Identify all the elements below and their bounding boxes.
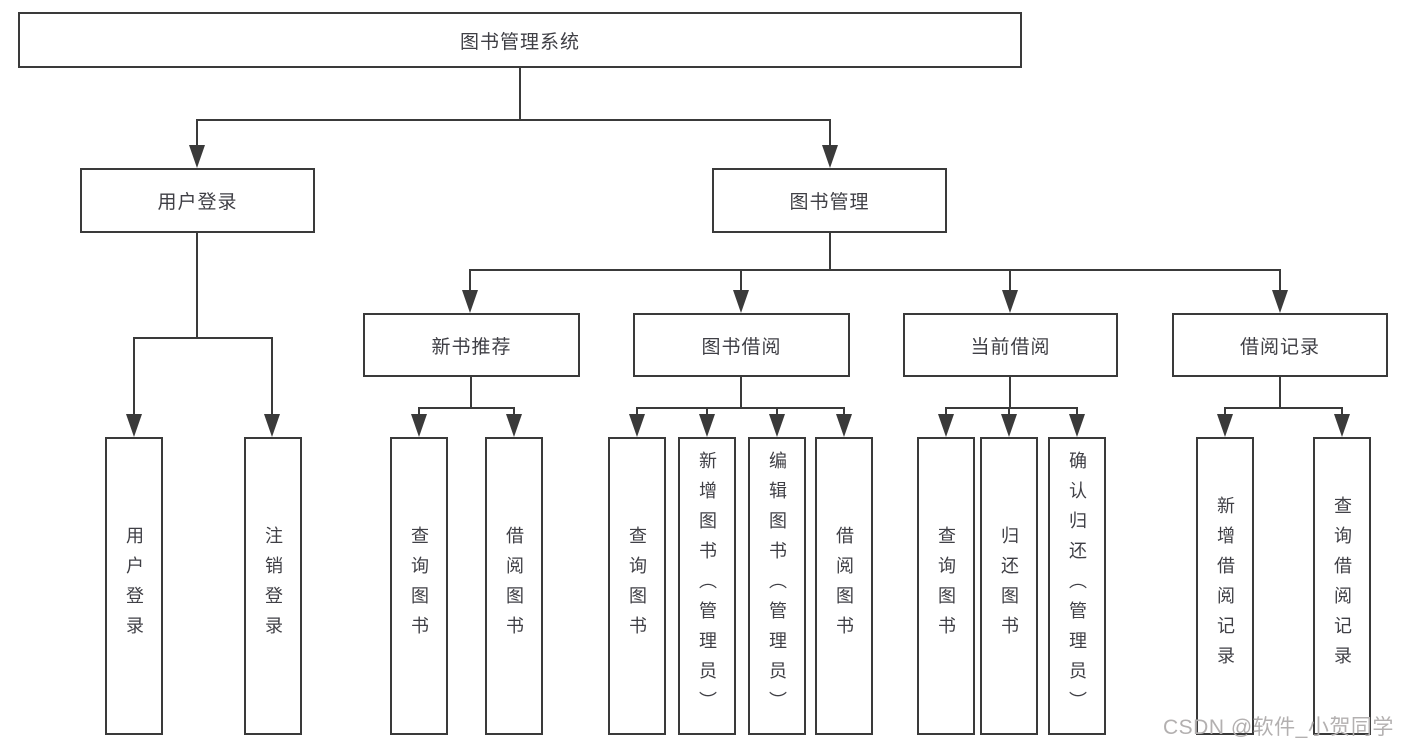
arrowhead-down-icon (264, 414, 280, 437)
arrowhead-down-icon (1002, 290, 1018, 313)
arrowhead-down-icon (822, 145, 838, 168)
leaf-borrow-books-recommend: 借阅图书 (485, 437, 543, 735)
node-label: 归还图书 (999, 526, 1019, 646)
node-label: 注销登录 (263, 526, 283, 646)
node-label: 借阅图书 (504, 526, 524, 646)
node-label: 编辑图书（管理员） (767, 451, 787, 721)
connector-line-vertical (513, 408, 515, 419)
leaf-borrow-books-borrowing: 借阅图书 (815, 437, 873, 735)
arrowhead-down-icon (699, 414, 715, 437)
connector-line-vertical (706, 408, 708, 419)
connector-line-horizontal (196, 119, 831, 121)
node-user-login: 用户登录 (80, 168, 315, 233)
connector-line-vertical (469, 270, 471, 295)
arrowhead-down-icon (836, 414, 852, 437)
arrowhead-down-icon (1272, 290, 1288, 313)
connector-line-horizontal (1224, 407, 1343, 409)
arrowhead-down-icon (126, 414, 142, 437)
arrowhead-down-icon (462, 290, 478, 313)
node-label: 图书借阅 (701, 336, 782, 358)
connector-line-vertical (1224, 408, 1226, 419)
arrowhead-down-icon (189, 145, 205, 168)
node-label: 当前借阅 (970, 336, 1051, 358)
node-label: 借阅图书 (834, 526, 854, 646)
connector-line-vertical (829, 120, 831, 150)
arrowhead-down-icon (506, 414, 522, 437)
connector-line-vertical (776, 408, 778, 419)
arrowhead-down-icon (1001, 414, 1017, 437)
arrowhead-down-icon (769, 414, 785, 437)
connector-line-vertical (1008, 408, 1010, 419)
connector-line-vertical (829, 233, 831, 271)
connector-line-vertical (1009, 377, 1011, 409)
leaf-query-books-current: 查询图书 (917, 437, 975, 735)
leaf-add-books-admin: 新增图书（管理员） (678, 437, 736, 735)
node-label: 查询图书 (936, 526, 956, 646)
leaf-add-borrow-record: 新增借阅记录 (1196, 437, 1254, 735)
connector-line-vertical (636, 408, 638, 419)
connector-line-vertical (519, 68, 521, 121)
arrowhead-down-icon (411, 414, 427, 437)
leaf-edit-books-admin: 编辑图书（管理员） (748, 437, 806, 735)
node-label: 新增借阅记录 (1215, 496, 1235, 676)
node-label: 查询图书 (627, 526, 647, 646)
arrowhead-down-icon (1069, 414, 1085, 437)
connector-line-vertical (196, 120, 198, 150)
connector-line-horizontal (945, 407, 1078, 409)
arrowhead-down-icon (629, 414, 645, 437)
node-borrowing-records: 借阅记录 (1172, 313, 1388, 377)
connector-line-horizontal (636, 407, 845, 409)
node-label: 查询借阅记录 (1332, 496, 1352, 676)
connector-line-vertical (133, 338, 135, 419)
connector-line-vertical (945, 408, 947, 419)
connector-line-vertical (1341, 408, 1343, 419)
connector-line-vertical (418, 408, 420, 419)
node-current-borrowing: 当前借阅 (903, 313, 1118, 377)
node-label: 用户登录 (124, 526, 144, 646)
arrowhead-down-icon (733, 290, 749, 313)
connector-line-vertical (740, 270, 742, 295)
node-new-book-recommend: 新书推荐 (363, 313, 580, 377)
node-book-borrowing: 图书借阅 (633, 313, 850, 377)
connector-line-vertical (740, 377, 742, 409)
connector-line-vertical (196, 233, 198, 339)
leaf-query-borrow-record: 查询借阅记录 (1313, 437, 1371, 735)
leaf-logout-login: 注销登录 (244, 437, 302, 735)
connector-line-vertical (1076, 408, 1078, 419)
connector-line-horizontal (133, 337, 273, 339)
arrowhead-down-icon (938, 414, 954, 437)
node-label: 确认归还（管理员） (1067, 451, 1087, 721)
connector-line-vertical (1279, 270, 1281, 295)
connector-line-vertical (271, 338, 273, 419)
arrowhead-down-icon (1334, 414, 1350, 437)
leaf-user-login: 用户登录 (105, 437, 163, 735)
leaf-query-books-recommend: 查询图书 (390, 437, 448, 735)
leaf-return-books: 归还图书 (980, 437, 1038, 735)
connector-line-vertical (470, 377, 472, 409)
node-label: 借阅记录 (1239, 336, 1320, 358)
node-label: 查询图书 (409, 526, 429, 646)
node-label: 图书管理系统 (459, 31, 580, 53)
node-label: 新书推荐 (431, 336, 512, 358)
connector-line-vertical (1009, 270, 1011, 295)
leaf-confirm-return-admin: 确认归还（管理员） (1048, 437, 1106, 735)
connector-line-vertical (1279, 377, 1281, 409)
node-label: 图书管理 (789, 192, 870, 213)
node-library-management-system: 图书管理系统 (18, 12, 1022, 68)
arrowhead-down-icon (1217, 414, 1233, 437)
csdn-watermark: CSDN @软件_小贺同学 (1163, 716, 1394, 739)
leaf-query-books-borrowing: 查询图书 (608, 437, 666, 735)
node-label: 新增图书（管理员） (697, 451, 717, 721)
connector-line-horizontal (418, 407, 515, 409)
connector-line-horizontal (469, 269, 1281, 271)
node-label: 用户登录 (157, 192, 238, 213)
node-book-management: 图书管理 (712, 168, 947, 233)
connector-line-vertical (843, 408, 845, 419)
